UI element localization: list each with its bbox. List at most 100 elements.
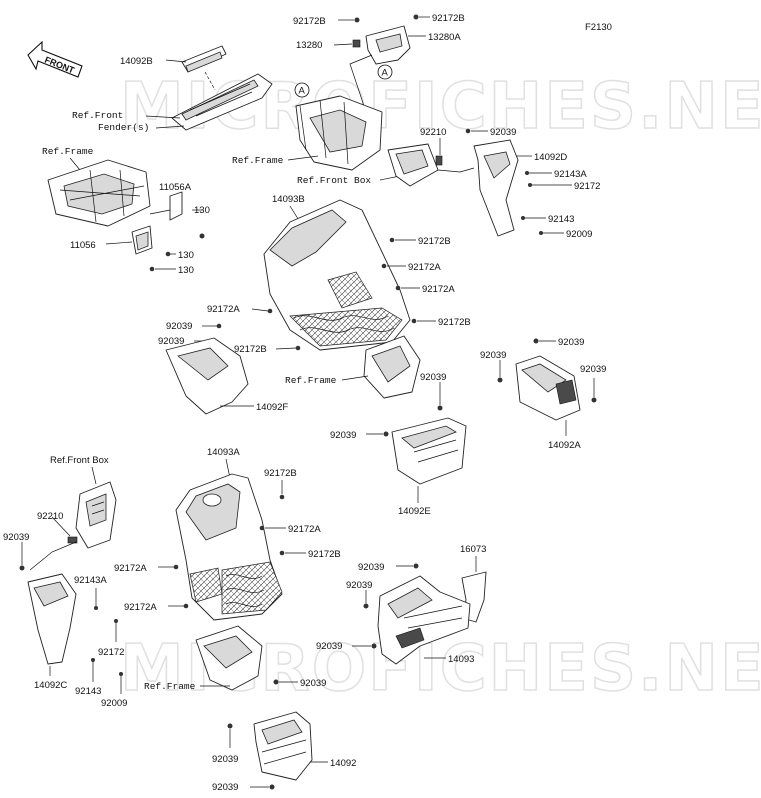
bolt-92172A-mid-3 — [267, 308, 273, 314]
label-92039-f1: 92039 — [166, 321, 192, 332]
label-14093A: 14093A — [207, 447, 240, 458]
label-16073: 16073 — [460, 544, 486, 555]
label-92039-top-right: 92039 — [490, 127, 516, 138]
label-ref-front-fender-2: Fender(s) — [98, 122, 149, 133]
label-92172A-low-3: 92172A — [124, 602, 157, 613]
front-arrow-icon: FRONT — [27, 40, 83, 78]
label-14092B: 14092B — [120, 56, 153, 67]
part-14093B — [263, 199, 411, 351]
part-92210 — [435, 155, 443, 166]
label-14092C: 14092C — [34, 680, 67, 691]
label-11056: 11056 — [70, 240, 96, 251]
part-11056 — [131, 225, 153, 255]
label-92172A-low-1: 92172A — [288, 524, 321, 535]
label-ref-frame-top: Ref.Frame — [232, 155, 284, 166]
figure-code: F2130 — [585, 22, 612, 33]
label-92210-left: 92210 — [37, 511, 63, 522]
label-130-c: 130 — [178, 265, 194, 276]
label-92039-r1: 92039 — [358, 562, 384, 573]
label-14092F: 14092F — [256, 402, 288, 413]
bolt-92039-b3 — [269, 784, 275, 790]
label-11056A: 11056A — [159, 182, 192, 193]
label-130-b: 130 — [178, 250, 194, 261]
label-ref-front-box-top: Ref.Front Box — [297, 175, 371, 186]
label-92143A-top: 92143A — [554, 169, 587, 180]
label-92039-e2: 92039 — [330, 430, 356, 441]
label-92039-r3: 92039 — [316, 641, 342, 652]
label-92039-f2: 92039 — [158, 336, 184, 347]
front-box-top — [387, 143, 439, 187]
label-13280A: 13280A — [428, 32, 461, 43]
label-ref-frame-left: Ref.Frame — [42, 146, 94, 157]
bolt-92039-a2 — [497, 377, 503, 383]
part-14092A — [515, 355, 581, 421]
bolt-92039-a3 — [591, 397, 597, 403]
label-92172B-top-right: 92172B — [432, 13, 465, 24]
label-92172A-mid-3: 92172A — [207, 304, 240, 315]
frame-lower — [195, 625, 263, 691]
label-ref-frame-center: Ref.Frame — [285, 375, 337, 386]
label-14093B: 14093B — [272, 194, 305, 205]
label-14092A: 14092A — [548, 440, 581, 451]
bolt-92039-b1 — [273, 679, 279, 685]
bolt-92172B-mid-3 — [295, 345, 301, 351]
label-14092E: 14092E — [398, 506, 431, 517]
bolt-130-a — [199, 233, 205, 239]
bolt-92039-c1 — [19, 565, 25, 571]
bolt-92039-b2 — [227, 723, 233, 729]
label-92172A-mid-1: 92172A — [408, 262, 441, 273]
label-92039-b2: 92039 — [212, 754, 238, 765]
bolt-130-b — [165, 251, 171, 257]
bolt-92172B-left — [354, 17, 360, 23]
label-14093: 14093 — [448, 654, 474, 665]
label-130-a: 130 — [194, 205, 210, 216]
bolt-92172-top — [528, 183, 532, 187]
bolt-92172B-low-1 — [279, 494, 285, 500]
bolt-92039-r1 — [413, 563, 419, 569]
part-13280 — [352, 39, 361, 48]
label-92039-r2: 92039 — [346, 580, 372, 591]
bolt-92143A-top — [525, 171, 529, 175]
label-ref-frame-lower: Ref.Frame — [144, 681, 196, 692]
label-14092: 14092 — [330, 758, 356, 769]
bolt-92039-r3 — [371, 643, 377, 649]
label-92143A-low: 92143A — [74, 575, 107, 586]
callout-A-top-letter: A — [382, 68, 389, 79]
label-92009-low: 92009 — [101, 698, 127, 709]
bolt-92172B-mid-2 — [411, 318, 417, 324]
label-92039-e1: 92039 — [420, 372, 446, 383]
label-92172B-mid-3: 92172B — [234, 344, 267, 355]
label-92172-top: 92172 — [574, 181, 600, 192]
label-92172B-mid-2: 92172B — [438, 317, 471, 328]
label-92172B-mid-1: 92172B — [418, 236, 451, 247]
part-14093 — [377, 575, 471, 665]
bolt-92039-a1 — [533, 338, 539, 344]
bolt-92009-top — [539, 231, 543, 235]
label-13280: 13280 — [296, 40, 322, 51]
bolt-130-c — [149, 266, 155, 272]
label-92172B-low-1: 92172B — [264, 468, 297, 479]
bolt-92172A-low-2 — [173, 564, 179, 570]
callout-A-left-letter: A — [299, 86, 306, 97]
label-92172-low: 92172 — [98, 647, 124, 658]
bolt-92172A-mid-2 — [395, 285, 401, 291]
label-14092D: 14092D — [534, 152, 567, 163]
part-14092 — [253, 711, 313, 781]
bolt-92039-e2 — [383, 431, 389, 437]
bolt-92172B-low-2 — [279, 550, 285, 556]
callout-A-left — [294, 82, 310, 98]
bolt-92172A-low-3 — [183, 603, 189, 609]
label-92039-a2: 92039 — [480, 350, 506, 361]
part-13280A-bracket — [365, 25, 411, 65]
front-fender — [171, 73, 273, 131]
label-92172B-top-left: 92172B — [293, 16, 326, 27]
label-92039-c1: 92039 — [3, 532, 29, 543]
part-14093A — [175, 473, 283, 621]
part-14092C — [27, 573, 77, 665]
bolt-92143A-low — [94, 606, 98, 610]
bolt-92039-r2 — [363, 603, 369, 609]
label-92172A-mid-2: 92172A — [422, 284, 455, 295]
label-ref-front-box-left: Ref.Front Box — [50, 455, 109, 466]
bolt-92172B-mid-1 — [389, 237, 395, 243]
